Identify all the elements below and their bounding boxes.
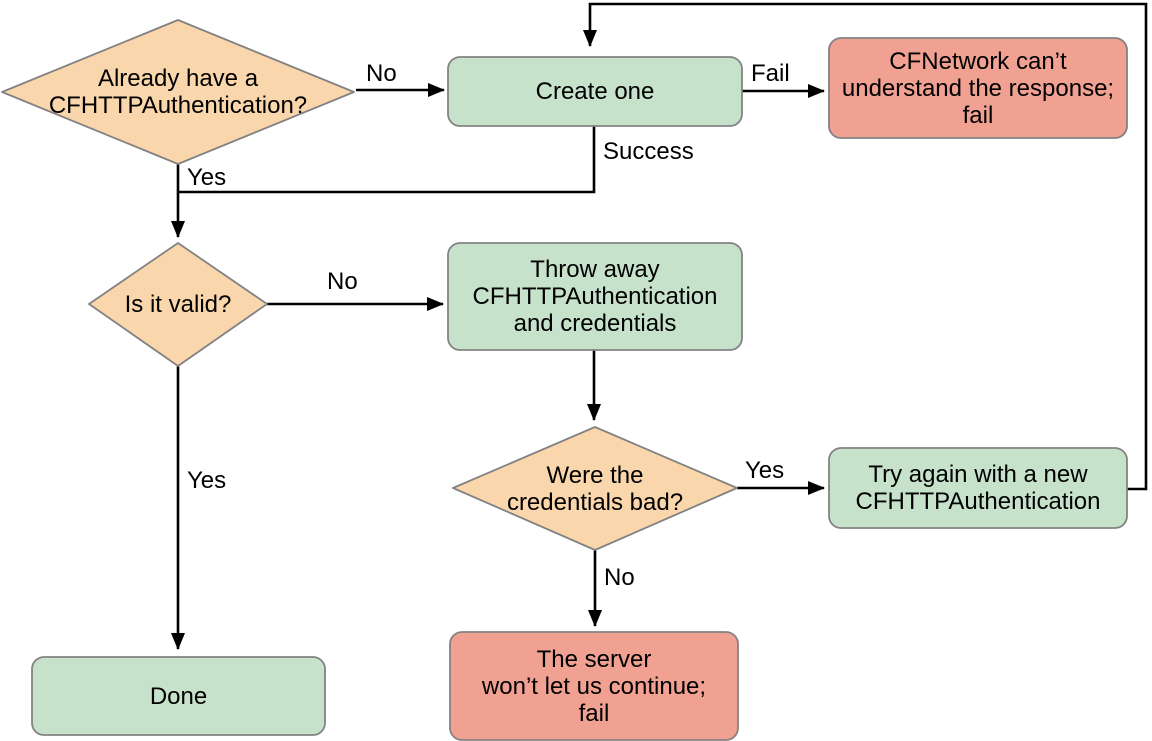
node-cfnetwork-fail-shape [828, 37, 1128, 139]
node-done-shape [31, 656, 326, 736]
node-try-again-shape [828, 447, 1128, 529]
node-throw-away-shape [447, 242, 743, 351]
edge-label-yes-valid: Yes [187, 164, 227, 191]
node-already-have-shape [1, 19, 355, 165]
edge-label-success: Success [603, 138, 694, 165]
edge-label-fail: Fail [751, 60, 790, 87]
edge-try-again-to-create-loop [583, 2, 1148, 491]
node-create-one-shape [447, 56, 743, 127]
edge-label-yes-done: Yes [187, 467, 227, 494]
edge-label-no-create: No [366, 60, 397, 87]
edge-label-no-server: No [604, 564, 635, 591]
edge-create-success-merge [178, 126, 596, 194]
node-is-it-valid-shape [88, 242, 268, 367]
edge-label-yes-try-again: Yes [745, 457, 785, 484]
node-credentials-bad-shape [452, 426, 738, 551]
edge-label-no-throw: No [327, 268, 358, 295]
node-server-fail-shape [449, 631, 739, 741]
